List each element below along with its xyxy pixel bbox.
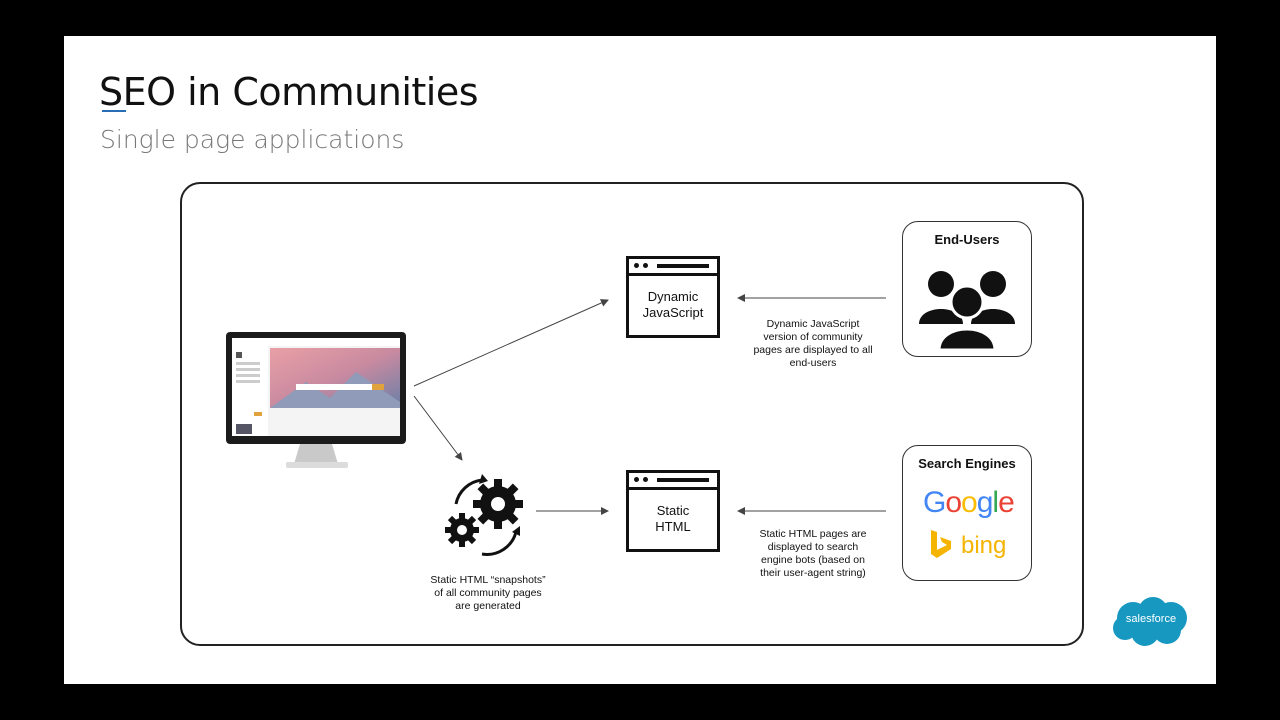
slide-title: SEO in Communities	[99, 70, 479, 114]
static-window-label: Static HTML	[655, 503, 691, 534]
slide-subtitle: Single page applications	[100, 125, 405, 154]
search-engines-box: Search Engines Google bing	[902, 445, 1032, 581]
diagram-panel: Static HTML “snapshots” of all community…	[180, 182, 1084, 646]
diagram-arrows	[413, 294, 886, 515]
bing-logo-text: bing	[961, 532, 1007, 559]
title-accent-underline	[102, 110, 126, 112]
caption-dynamic: Dynamic JavaScript version of community …	[753, 318, 873, 369]
end-users-box: End-Users	[902, 221, 1032, 357]
bing-logo-icon	[931, 530, 951, 558]
users-group-icon	[919, 271, 1015, 350]
dynamic-javascript-window: Dynamic JavaScript	[626, 256, 720, 338]
arrow-monitor-to-dynamic	[413, 299, 609, 387]
salesforce-logo-text: salesforce	[1125, 613, 1177, 625]
google-logo: Google	[923, 486, 1015, 519]
caption-snapshots: Static HTML “snapshots” of all community…	[430, 574, 546, 612]
dynamic-window-label: Dynamic JavaScript	[642, 289, 704, 320]
gears-icon	[445, 474, 523, 556]
end-users-heading: End-Users	[934, 232, 1000, 247]
salesforce-cloud-logo	[1113, 597, 1187, 646]
static-html-window: Static HTML	[626, 470, 720, 552]
monitor-icon	[226, 332, 406, 468]
window-titlebar	[629, 473, 717, 490]
caption-static: Static HTML pages are displayed to searc…	[759, 528, 867, 579]
search-engines-heading: Search Engines	[918, 456, 1016, 471]
arrow-monitor-to-gears	[413, 395, 463, 461]
window-titlebar	[629, 259, 717, 276]
